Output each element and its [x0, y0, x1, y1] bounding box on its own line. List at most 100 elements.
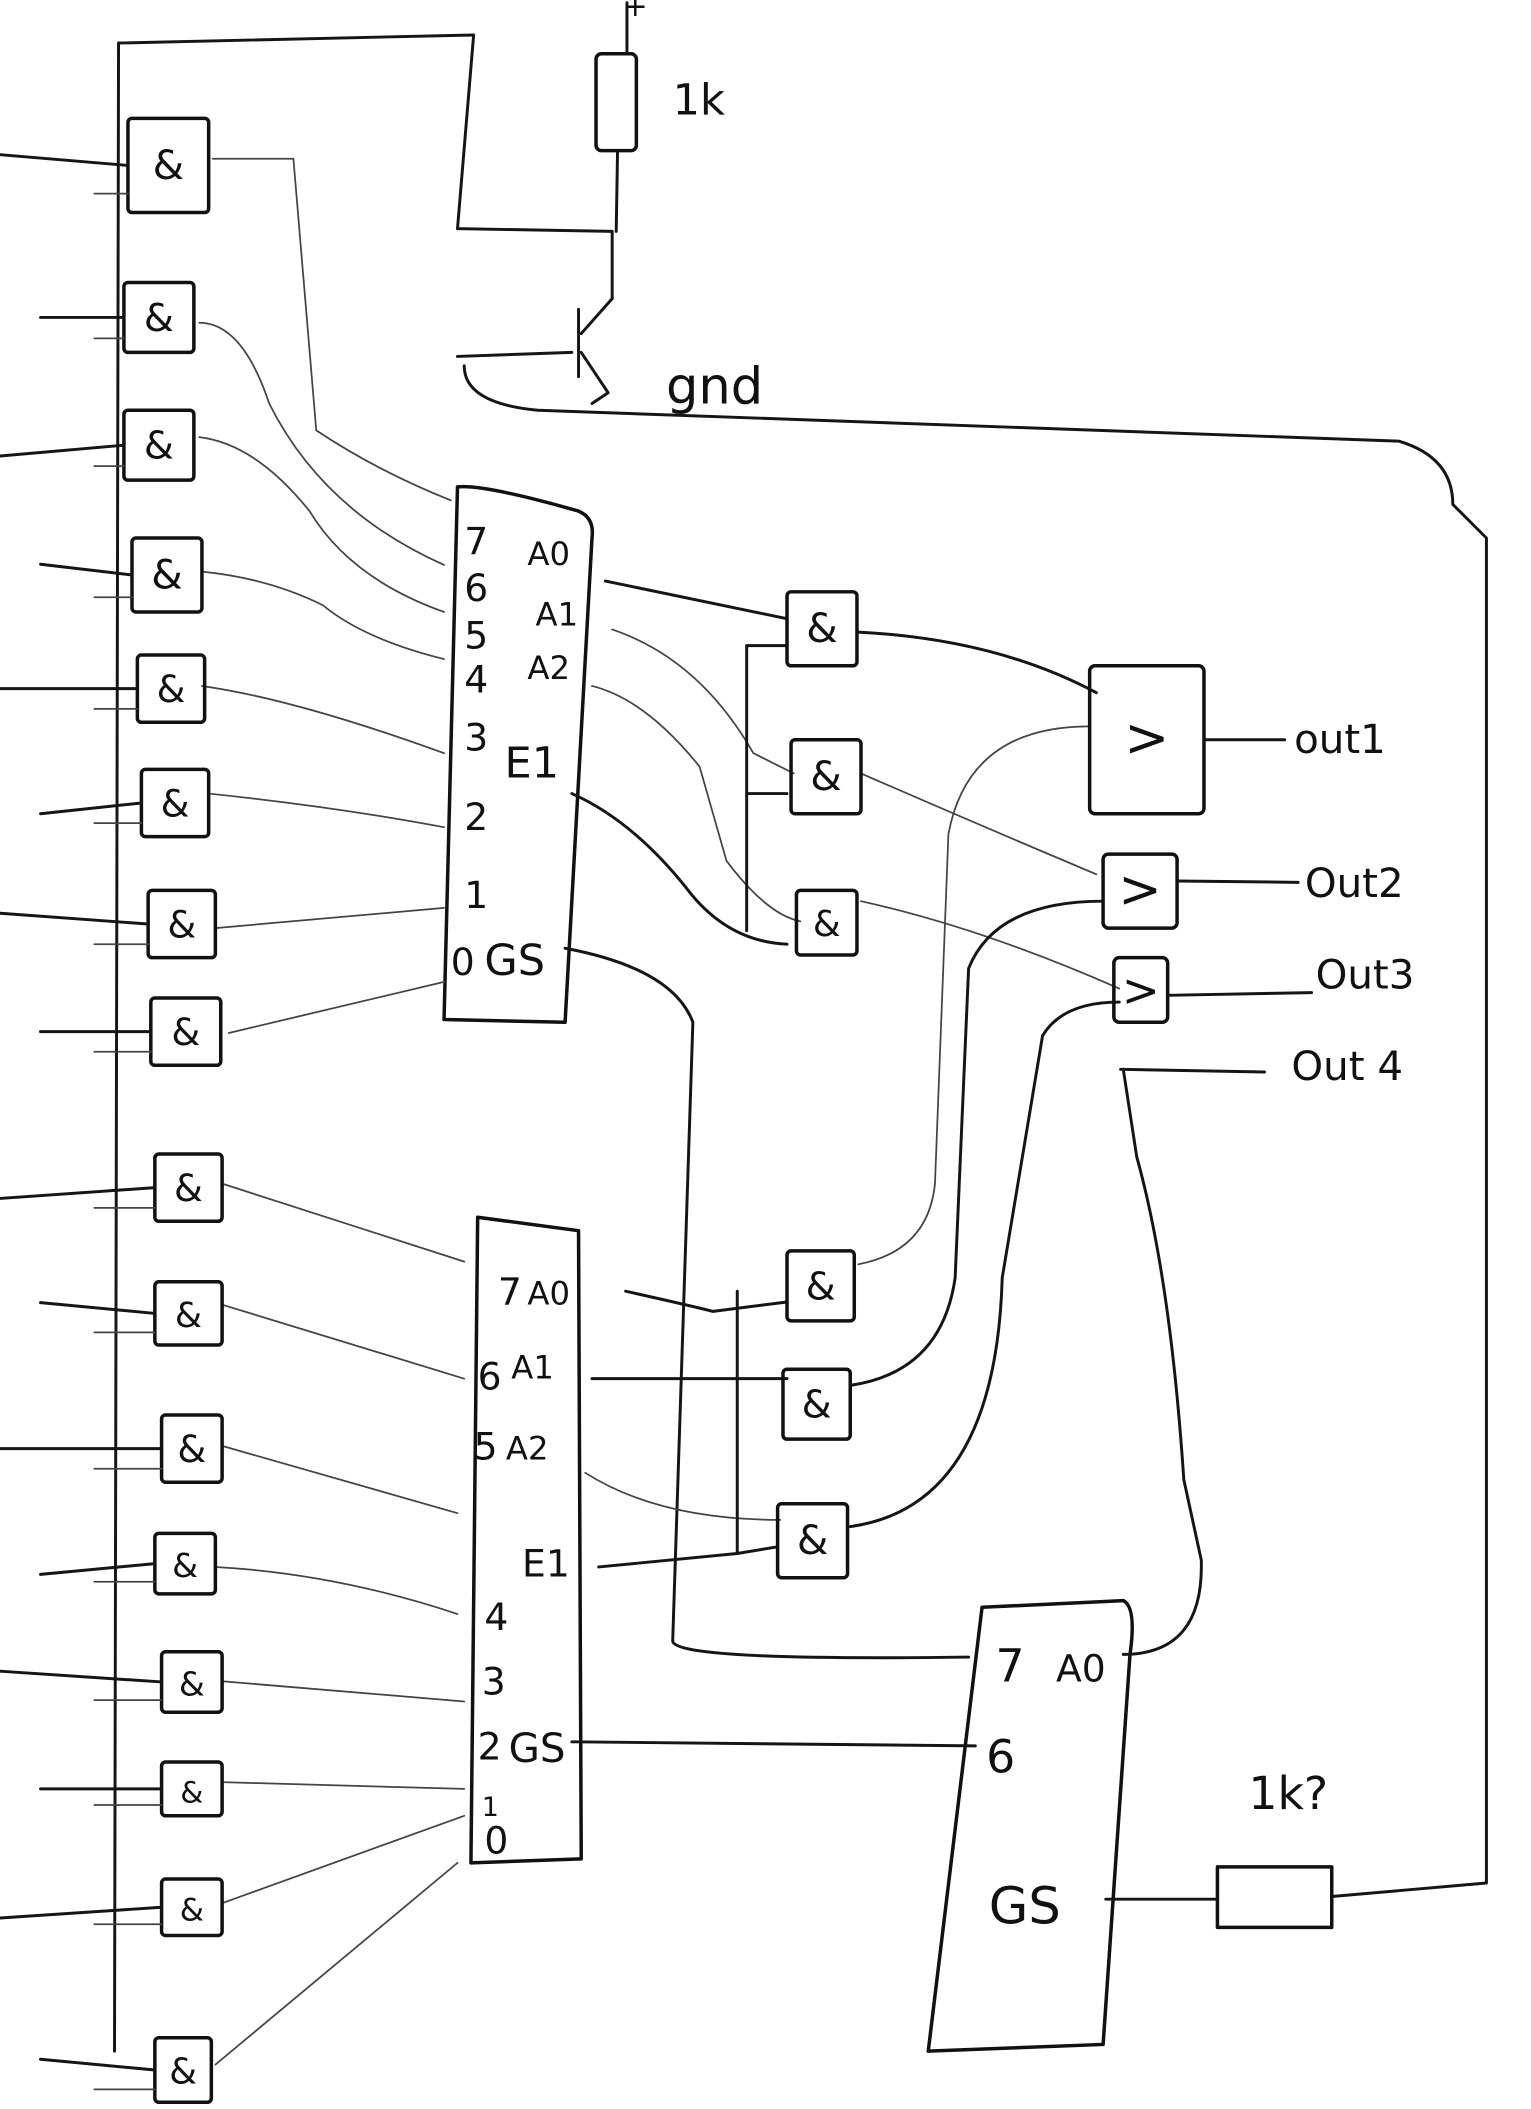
gates: &&&&&&&&&&&&&&&&&&&&&&>>> [0, 116, 1206, 2105]
input-wire [0, 153, 130, 167]
and-gate-symbol: & [180, 1893, 204, 1929]
and-gate-symbol: & [802, 1383, 832, 1428]
transistor-symbol [456, 297, 614, 405]
and-gate-symbol: & [151, 551, 182, 598]
enc1-in-6: 6 [464, 566, 488, 610]
enc1-out-a2: A2 [527, 649, 570, 687]
and-gate-body [794, 888, 859, 957]
input-wire [0, 1186, 157, 1200]
and-gate-symbol: & [167, 903, 196, 946]
and-gate: & [39, 767, 211, 839]
enc1-in-5: 5 [464, 613, 488, 657]
enc2-out-a1: A1 [511, 1349, 554, 1387]
or-gate: > [1112, 955, 1170, 1024]
resistor-top [594, 52, 639, 153]
output-label-3: Out3 [1316, 952, 1415, 999]
enc2-in-7: 7 [498, 1270, 522, 1314]
enc2-out-gs: GS [509, 1725, 566, 1772]
and-gate: & [0, 1877, 224, 1938]
input-wire [39, 1562, 157, 1576]
wires [113, 1, 1488, 2066]
and-gate: & [0, 653, 207, 725]
and-gate-symbol: & [157, 668, 186, 711]
enc3-out-a0: A0 [1056, 1646, 1106, 1690]
input-wire [39, 2057, 157, 2072]
and-gate: & [781, 1367, 852, 1441]
enc2-in-1: 1 [482, 1792, 499, 1823]
and-gate: & [39, 1280, 224, 1347]
feedback-wire [462, 364, 1488, 1898]
and-gate: & [785, 590, 859, 668]
and-gate-symbol: & [161, 782, 190, 825]
enc1-in-3: 3 [464, 716, 488, 760]
and-gate: & [39, 280, 196, 355]
and-gate-symbol: & [144, 424, 174, 469]
enc2-in-3: 3 [482, 1660, 506, 1704]
input-wire [39, 562, 134, 577]
or-gate-body [1101, 852, 1179, 930]
input-wire [0, 1669, 164, 1684]
enable-bus-1 [745, 644, 789, 933]
encoder-1-pin-labels: 7 6 5 4 3 2 1 0 A0 A1 A2 E1 GS [451, 519, 578, 986]
and-gate: & [794, 888, 859, 957]
encoder-3-body [926, 1598, 1134, 2053]
enc1-in-1: 1 [464, 873, 488, 917]
and-gate-body [775, 1501, 850, 1580]
input-wire [39, 1301, 157, 1315]
resistor-top-label: 1k [673, 75, 725, 125]
enc2-in-2: 2 [478, 1724, 502, 1768]
output-label-1: out1 [1294, 716, 1386, 763]
or-gate-symbol: > [1122, 964, 1160, 1017]
encoder-1-body [442, 484, 595, 1024]
enc2-in-4: 4 [484, 1595, 508, 1639]
resistor-top-leads [614, 1, 629, 233]
and-gate-symbol: & [797, 1517, 828, 1564]
or-gate: > [1087, 664, 1206, 816]
or-gate-symbol: > [1124, 706, 1169, 769]
and-gate-body [785, 590, 859, 668]
input-wire [0, 443, 126, 458]
and-gate: & [39, 1760, 224, 1818]
and-gate-symbol: & [179, 1664, 205, 1703]
and-gate-symbol: & [144, 296, 174, 341]
and-gate: & [39, 996, 223, 1068]
enc2-out-a2: A2 [506, 1429, 549, 1467]
and-gate: & [775, 1501, 850, 1580]
and-gate-symbol: & [806, 1264, 836, 1309]
input-wire [39, 801, 143, 816]
enc2-in-5: 5 [474, 1424, 498, 1468]
resistor-bottom [1215, 1865, 1334, 1930]
and-gate-symbol: & [810, 753, 841, 800]
and-gate: & [789, 738, 863, 816]
enc3-in-7: 7 [995, 1639, 1024, 1692]
and-gate: & [39, 1531, 218, 1596]
and-gate-symbol: & [169, 2051, 197, 2092]
and-gate-symbol: & [806, 605, 837, 652]
or-gate-body [1112, 955, 1170, 1024]
and-gate: & [785, 1249, 857, 1323]
encoder-2-body [469, 1215, 583, 1865]
and-gate-symbol: & [172, 1546, 198, 1585]
enc3-in-6: 6 [986, 1731, 1015, 1784]
gs2-to-encoder-3 [570, 1740, 977, 1748]
enc2-in-0: 0 [484, 1818, 508, 1862]
input-wire [0, 911, 150, 926]
encoder-3-pin-labels: 7 6 A0 GS [986, 1639, 1106, 1936]
enc1-in-2: 2 [464, 795, 488, 839]
and-gate-symbol: & [813, 904, 841, 945]
or-gate-body [1087, 664, 1206, 816]
and-gate-symbol: & [174, 1167, 203, 1210]
and-gate-body [781, 1367, 852, 1441]
or-gate-symbol: > [1118, 860, 1161, 920]
enc2-out-a0: A0 [527, 1275, 570, 1313]
labels: + 1k gnd 1k? out1 Out2 Out3 Out 4 7 6 5 … [451, 0, 1415, 1936]
resistor-bottom-label: 1k? [1248, 1767, 1328, 1820]
and-gate: & [0, 888, 218, 960]
and-gate: & [39, 2035, 214, 2105]
encoder-2-pin-labels: 7 6 5 4 3 2 1 0 A0 A1 A2 E1 GS [474, 1270, 570, 1863]
and-gate: & [0, 1152, 224, 1224]
and-gate: & [0, 116, 211, 215]
and-gate-symbol: & [153, 142, 184, 189]
and-gate-symbol: & [175, 1296, 202, 1336]
